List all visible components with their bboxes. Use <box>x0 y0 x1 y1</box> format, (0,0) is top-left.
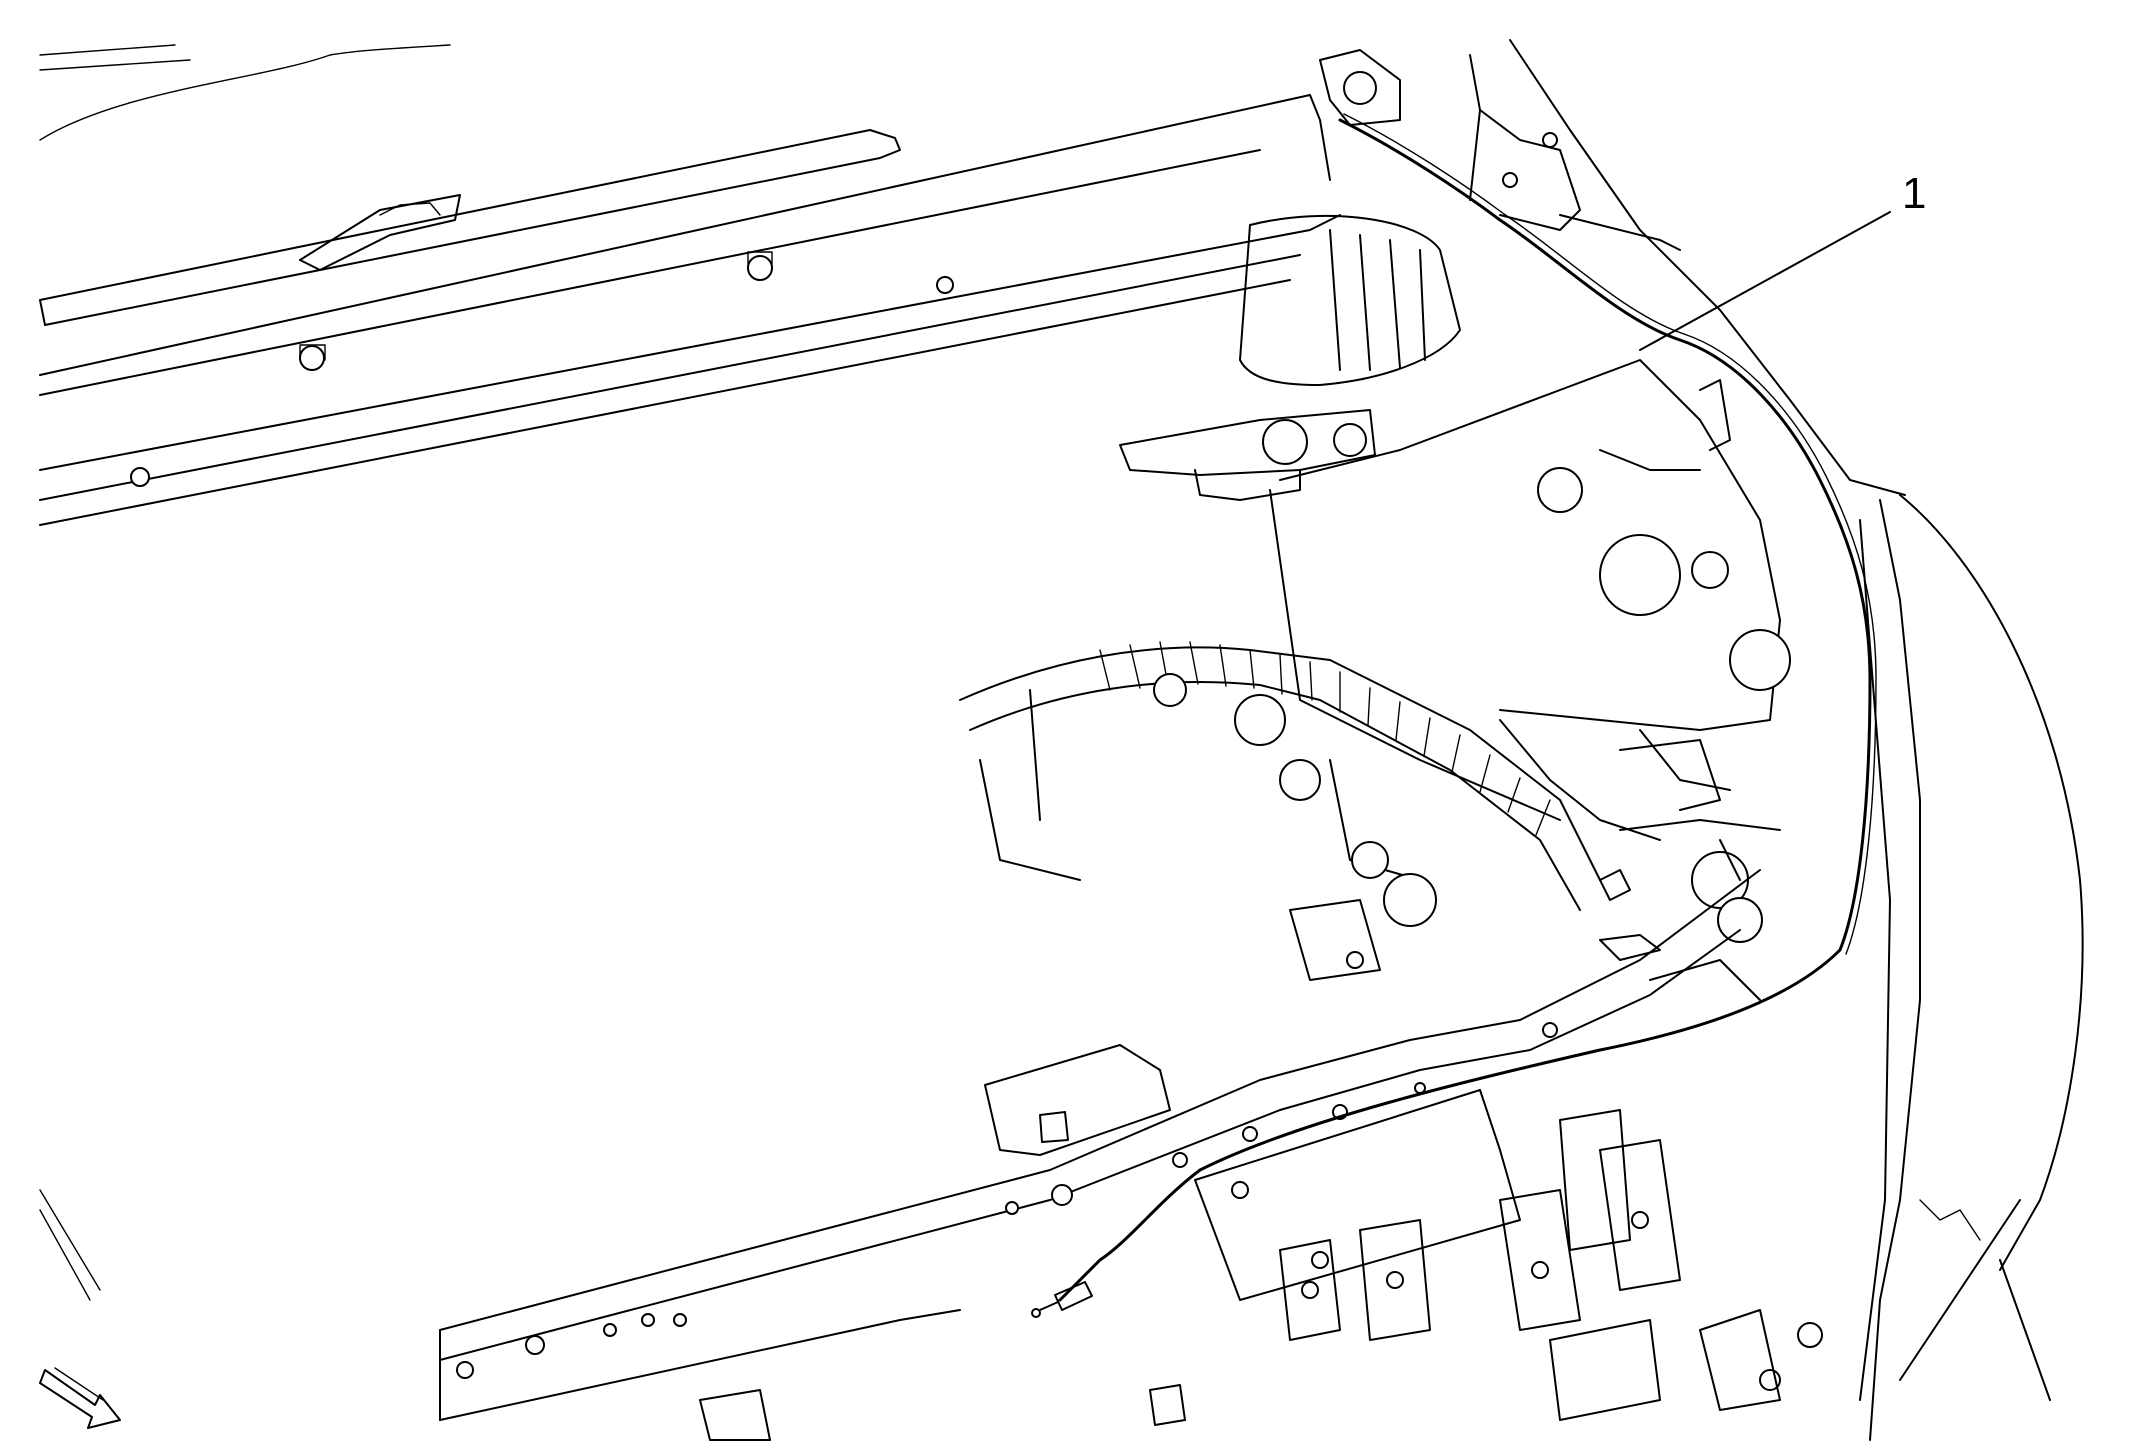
frame-rail <box>959 641 1601 981</box>
front-fascia-lines <box>39 1189 101 1301</box>
inner-fender-apron <box>1269 359 1791 821</box>
wiper-arm <box>39 129 901 326</box>
strut-tower <box>1119 214 1461 501</box>
radiator-support <box>1499 719 1781 1001</box>
callout-1: 1 <box>1639 169 1926 351</box>
headlamp-assembly <box>1509 39 2084 1441</box>
cowl-panel <box>39 94 1341 526</box>
lower-brackets <box>699 1109 1681 1441</box>
callout-number-1: 1 <box>1902 169 1926 218</box>
hood-hinge <box>1319 49 1681 251</box>
wiring-harness <box>1031 113 1877 1318</box>
lower-shield-plate <box>984 1044 1521 1301</box>
hood-edge-lines <box>39 44 451 141</box>
callout-leader-line <box>1639 211 1891 351</box>
view-direction-arrow-icon <box>39 1367 121 1429</box>
upper-tie-bar <box>439 869 1761 1421</box>
